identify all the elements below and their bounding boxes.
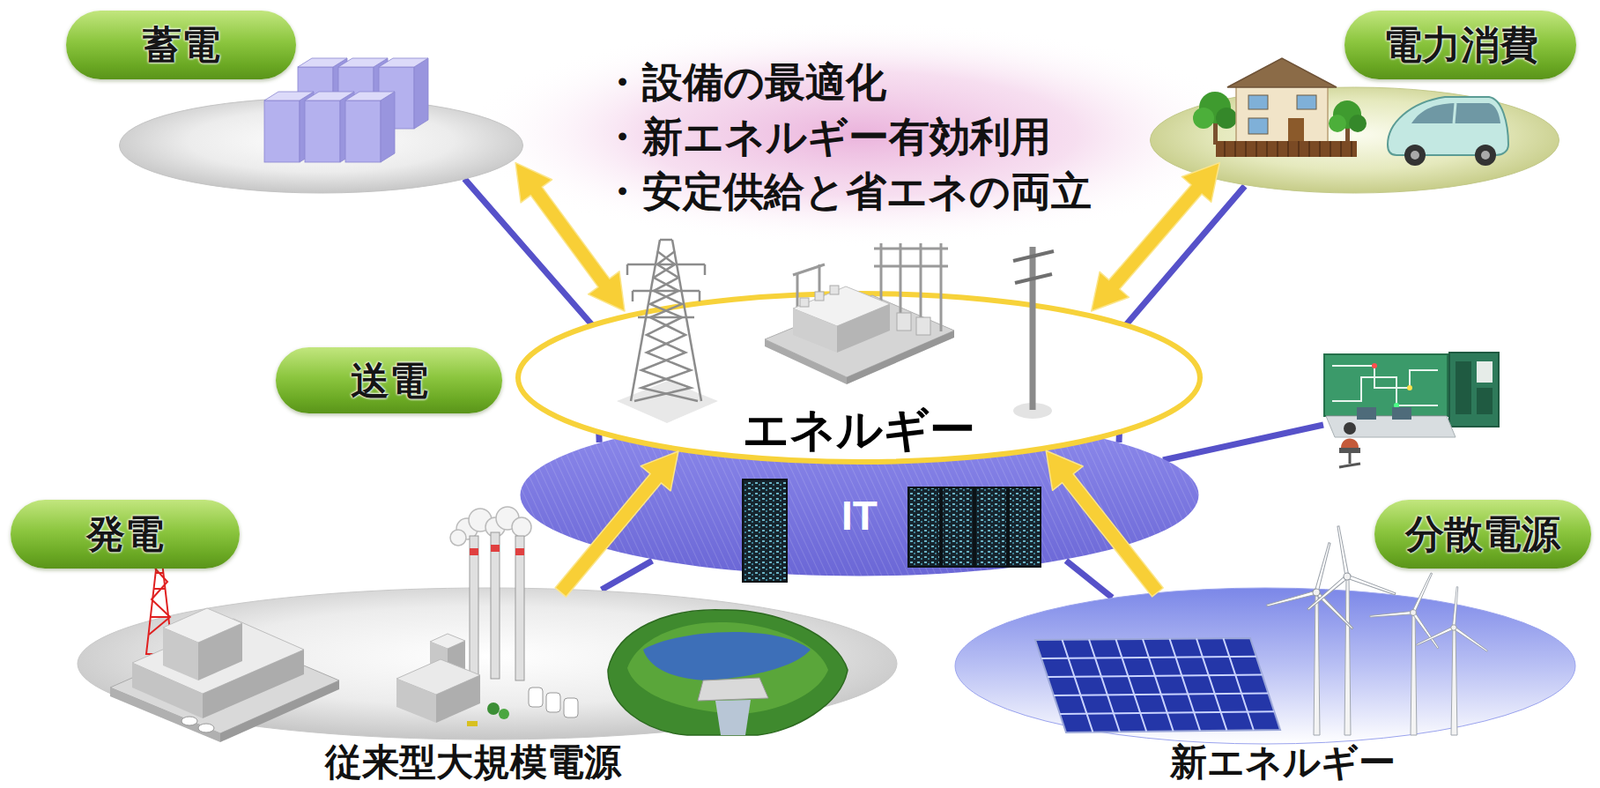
ring-title: エネルギー xyxy=(515,403,1203,457)
transmission-badge: 送電 xyxy=(275,347,503,414)
wind-turbines xyxy=(1266,518,1494,735)
arrow-body xyxy=(1045,450,1163,597)
hydro-dam xyxy=(607,609,848,735)
text-slot: 送電 xyxy=(275,347,503,414)
text-slot: 従来型大規模電源 xyxy=(296,740,650,786)
outline-ellipse xyxy=(77,587,897,740)
bullet-note: ・新エネルギー有効利用 xyxy=(601,109,1052,164)
server-racks xyxy=(742,479,1041,582)
bullet-note: ・設備の最適化 xyxy=(601,54,887,110)
data-link-line xyxy=(1066,560,1112,598)
text-slot: ・安定供給と省エネの両立 xyxy=(601,163,1092,219)
control-link xyxy=(1162,424,1324,460)
house xyxy=(1192,58,1367,157)
section-badge: 電力消費 xyxy=(1344,10,1577,80)
text-slot: 分散電源 xyxy=(1374,499,1592,569)
battery-bank xyxy=(264,58,429,163)
section-badge: 蓄電 xyxy=(66,10,297,80)
text-slot: 蓄電 xyxy=(66,10,297,80)
arrow-body xyxy=(1091,162,1221,312)
text-slot: ・設備の最適化 xyxy=(601,54,887,110)
data-link-line xyxy=(601,560,653,590)
bullet-note: ・安定供給と省エネの両立 xyxy=(601,163,1092,219)
text-slot: IT xyxy=(519,492,1200,541)
platform-caption: 従来型大規模電源 xyxy=(296,740,650,784)
solar-panel xyxy=(1035,637,1281,733)
section-badge: 発電 xyxy=(10,499,240,569)
control-room xyxy=(1324,352,1499,467)
transmission-tower xyxy=(616,239,719,423)
text-slot: ・新エネルギー有効利用 xyxy=(601,109,1052,164)
energy-flow-arrow xyxy=(555,451,679,597)
utility-pole xyxy=(1013,246,1054,419)
text-slot: エネルギー xyxy=(515,403,1203,457)
platform-caption: 新エネルギー xyxy=(1141,740,1424,784)
substation xyxy=(764,243,955,385)
outline-ellipse xyxy=(955,587,1576,744)
arrow-body xyxy=(555,451,679,597)
pink-glow xyxy=(462,21,1256,247)
section-badge: 分散電源 xyxy=(1374,499,1592,569)
electric-car xyxy=(1387,96,1509,166)
text-slot: 新エネルギー xyxy=(1141,740,1424,786)
section-badge: 送電 xyxy=(275,347,503,414)
text-slot: 発電 xyxy=(10,499,240,569)
text-slot: 電力消費 xyxy=(1344,10,1577,80)
power-plant xyxy=(110,556,340,742)
disc-title: IT xyxy=(519,492,1200,540)
energy-flow-arrow xyxy=(1091,162,1221,312)
factory-stacks xyxy=(396,506,578,726)
energy-flow-arrow xyxy=(1045,450,1163,597)
